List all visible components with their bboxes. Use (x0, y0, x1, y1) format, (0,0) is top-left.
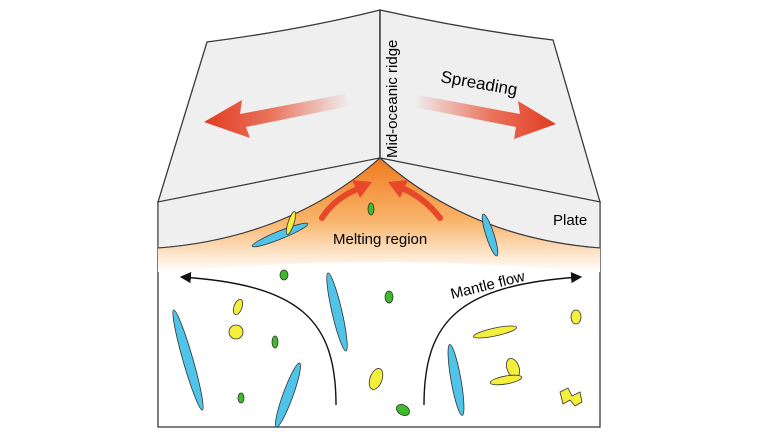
fragment-green (396, 404, 410, 416)
fragment-green (237, 392, 245, 404)
fragment-blue (172, 309, 204, 411)
fragment-blue (326, 272, 348, 352)
fragment-green (384, 290, 394, 304)
fragment-blue (447, 344, 465, 416)
melt-arrow-right (388, 180, 443, 221)
fragment-blue (275, 362, 301, 428)
fragment-blue (481, 213, 499, 257)
mantle-fragments (172, 202, 583, 428)
fragment-yellow (232, 298, 244, 316)
spreading-arrow-right (414, 95, 556, 139)
mantle-flow-arrow-right (423, 272, 583, 406)
fragment-yellow-squiggle (559, 387, 583, 407)
label-ridge: Mid-oceanic ridge (384, 40, 401, 158)
fragment-green (279, 269, 289, 281)
mantle-flow-arrow-left (179, 272, 337, 406)
fragment-yellow (489, 374, 523, 386)
label-plate: Plate (553, 212, 587, 229)
spreading-arrow-left (204, 94, 350, 138)
fragment-blue (251, 222, 309, 248)
fragment-yellow (570, 309, 582, 325)
fragment-yellow (228, 324, 244, 340)
fragment-green (367, 202, 375, 216)
melt-arrow-left (319, 180, 372, 221)
label-melting-region: Melting region (333, 231, 427, 248)
fragment-yellow (473, 325, 517, 339)
fragment-green (271, 335, 279, 349)
fragment-yellow (368, 368, 384, 390)
fragment-yellow (285, 211, 297, 235)
